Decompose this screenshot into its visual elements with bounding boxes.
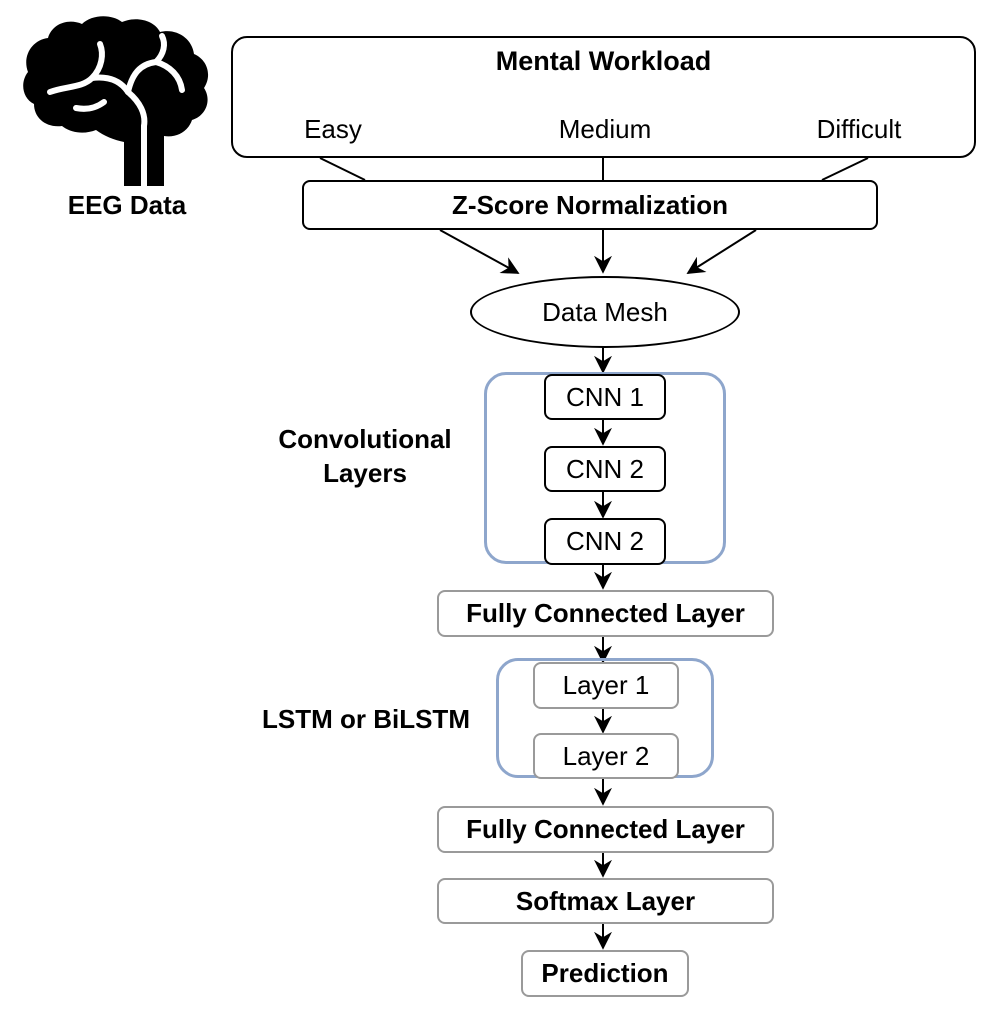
lstm-layer-1: Layer 1 [533, 662, 679, 709]
arrow-left [439, 229, 520, 274]
mental-workload-box: Mental Workload Easy Medium Difficult [231, 36, 976, 158]
fully-connected-layer-1: Fully Connected Layer [437, 590, 774, 637]
lstm-layer-2: Layer 2 [533, 733, 679, 779]
cnn-layer-3: CNN 2 [544, 518, 666, 565]
arrow-right [686, 229, 757, 274]
cnn-layer-1: CNN 1 [544, 374, 666, 420]
link-easy [319, 157, 366, 181]
lstm-label: LSTM or BiLSTM [262, 704, 470, 734]
level-easy: Easy [304, 114, 362, 144]
mental-workload-title: Mental Workload [495, 46, 712, 76]
prediction-node: Prediction [521, 950, 689, 997]
link-difficult [821, 157, 869, 181]
level-difficult: Difficult [816, 114, 902, 144]
zscore-normalization-box: Z-Score Normalization [302, 180, 878, 230]
level-medium: Medium [558, 114, 652, 144]
fully-connected-layer-2: Fully Connected Layer [437, 806, 774, 853]
data-mesh-node: Data Mesh [470, 276, 740, 348]
cnn-layer-2: CNN 2 [544, 446, 666, 492]
brain-icon [16, 14, 212, 189]
softmax-layer: Softmax Layer [437, 878, 774, 924]
convolutional-label-line1: Convolutional [278, 424, 452, 454]
convolutional-label-line2: Layers [323, 458, 407, 488]
eeg-data-label: EEG Data [67, 190, 187, 220]
